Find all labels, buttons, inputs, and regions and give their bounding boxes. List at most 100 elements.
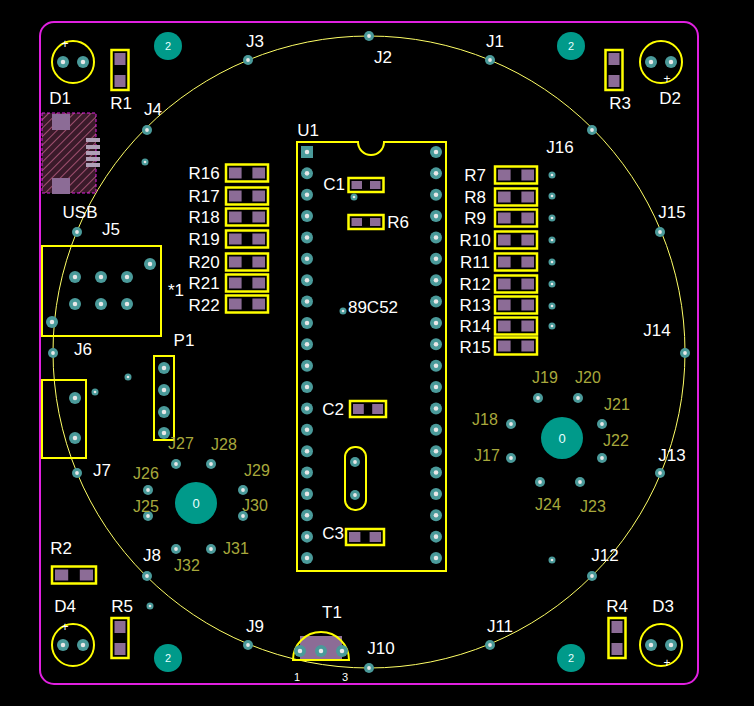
drill-hole <box>99 302 104 307</box>
smd-outline <box>349 215 384 229</box>
pin-pad <box>301 424 313 436</box>
via-hole <box>551 559 554 562</box>
drill-hole <box>353 493 357 497</box>
silkscreen-label: J16 <box>546 139 573 156</box>
drill-hole <box>434 470 439 475</box>
silkscreen-label: *1 <box>168 282 184 299</box>
silkscreen-label: R10 <box>459 232 490 249</box>
pin-pad <box>301 274 313 286</box>
silkscreen-label: R20 <box>188 254 219 271</box>
pin-pad <box>57 56 69 68</box>
drill-hole <box>305 321 310 326</box>
pin-pad <box>430 552 442 564</box>
pin-pad <box>301 231 313 243</box>
header-outline <box>154 356 174 440</box>
drill-hole <box>51 351 55 355</box>
pin-pad <box>350 490 360 500</box>
silkscreen-label: J26 <box>133 466 159 482</box>
silkscreen-label: J8 <box>143 547 161 564</box>
via <box>549 193 556 200</box>
drill-hole <box>146 488 150 492</box>
silkscreen-label: J30 <box>242 498 268 514</box>
smd-pad <box>521 300 534 311</box>
pin-pad <box>158 406 170 418</box>
drill-hole <box>590 574 594 578</box>
pin-pad <box>430 445 442 457</box>
smd-pad <box>521 257 534 268</box>
drill-hole <box>434 235 439 240</box>
smd-pad <box>115 643 126 655</box>
silkscreen-label: C3 <box>322 525 344 542</box>
smd-pad <box>252 257 265 268</box>
drill-hole <box>241 514 245 518</box>
smd-pad <box>498 341 511 352</box>
silkscreen-label: 2 <box>165 653 171 664</box>
drill-hole <box>305 171 310 176</box>
pin-pad <box>77 56 89 68</box>
drill-hole <box>209 547 213 551</box>
pin-pad <box>69 298 81 310</box>
drill-hole <box>434 449 439 454</box>
pin-pad <box>301 317 313 329</box>
silkscreen-label: R13 <box>459 297 490 314</box>
smd-outline <box>226 209 268 226</box>
smd-pad <box>609 75 620 87</box>
drill-hole <box>305 492 310 497</box>
pin-pad <box>430 317 442 329</box>
silkscreen-label: J11 <box>487 618 513 635</box>
silkscreen-label: J31 <box>223 541 249 557</box>
smd-pad <box>609 53 620 65</box>
silkscreen-label: C1 <box>323 176 345 193</box>
drill-hole <box>488 643 492 647</box>
connector-outline <box>42 380 86 458</box>
smd-pad <box>521 321 534 332</box>
pin-pad <box>533 393 543 403</box>
via <box>340 308 347 315</box>
pin-pad <box>575 477 585 487</box>
smd-outline <box>349 178 384 192</box>
smd-pad <box>498 192 511 203</box>
via-hole <box>551 325 554 328</box>
drill-hole <box>81 643 86 648</box>
smd-outline <box>226 165 268 182</box>
drill-hole <box>649 643 654 648</box>
led-outline <box>640 41 682 83</box>
pin-pad <box>430 488 442 500</box>
smd-pad <box>521 170 534 181</box>
mounting-hole <box>154 32 182 60</box>
silkscreen-label: R6 <box>387 214 409 231</box>
smd-pad <box>370 532 381 542</box>
pin-pad <box>655 468 665 478</box>
drill-hole <box>590 128 594 132</box>
pin-pad <box>430 167 442 179</box>
pin-pad <box>69 392 81 404</box>
mounting-hole <box>557 32 585 60</box>
silkscreen-label: J21 <box>604 397 630 413</box>
pin-pad <box>158 362 170 374</box>
drill-hole <box>246 58 250 62</box>
drill-hole <box>434 492 439 497</box>
dip-outline <box>297 142 446 571</box>
drill-hole <box>73 275 78 280</box>
smd-pad <box>370 181 381 189</box>
drill-hole <box>305 214 310 219</box>
pin-pad <box>645 56 657 68</box>
drill-hole <box>162 388 167 393</box>
pin-pad <box>243 55 253 65</box>
via-hole <box>144 161 147 164</box>
smd-pad <box>521 192 534 203</box>
silkscreen-label: R12 <box>459 276 490 293</box>
drill-hole <box>73 436 78 441</box>
smd-pad <box>229 234 242 245</box>
smd-pad <box>86 163 100 167</box>
pin-pad <box>573 393 583 403</box>
silkscreen-label: R14 <box>459 318 490 335</box>
drill-hole <box>434 299 439 304</box>
via-hole <box>551 239 554 242</box>
smd-pad <box>372 404 383 414</box>
pin-pad <box>655 227 665 237</box>
pin-pad <box>665 56 677 68</box>
silkscreen-label: 1 <box>294 672 300 683</box>
pin-pad <box>301 338 313 350</box>
smd-outline <box>226 275 268 292</box>
